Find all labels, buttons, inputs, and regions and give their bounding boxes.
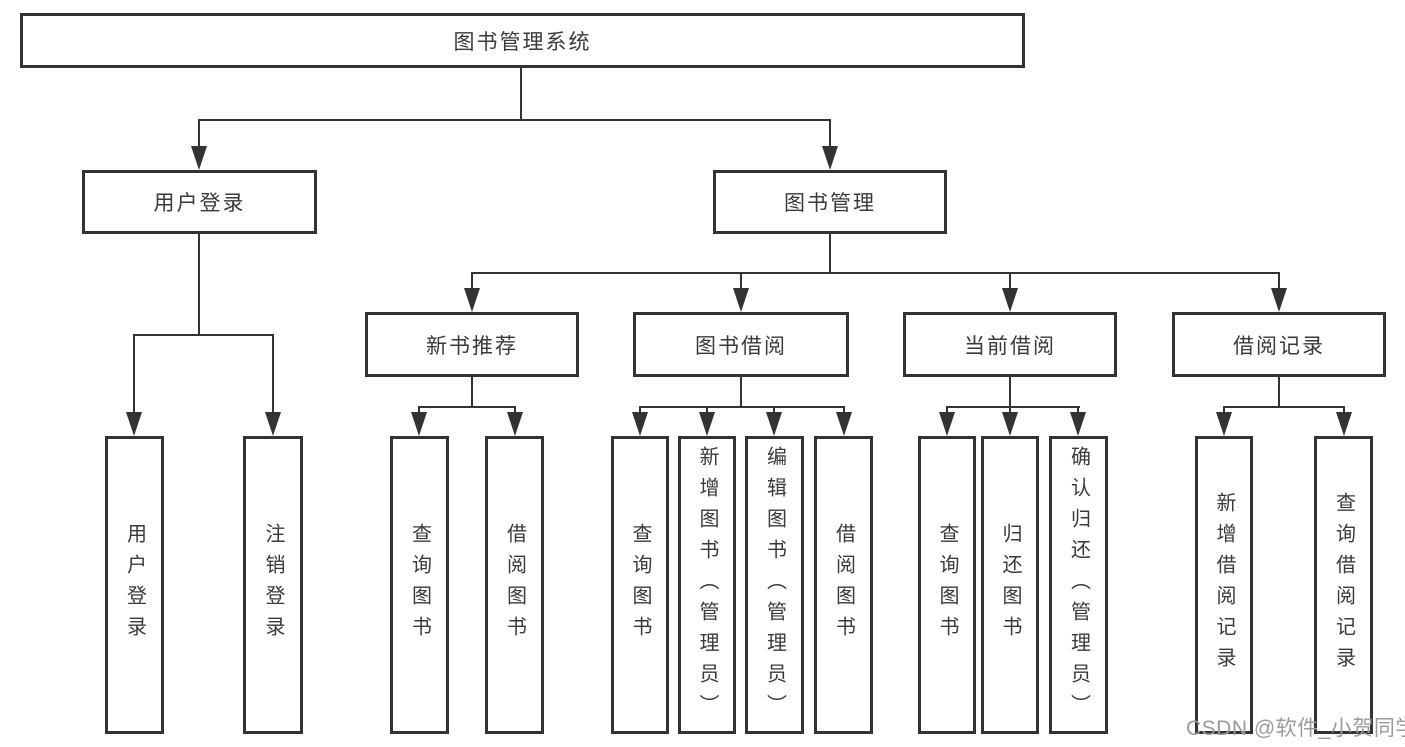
- arrowhead-down-icon: [126, 412, 142, 436]
- connector-line: [829, 234, 831, 274]
- leaf-query-books-recommend: 查询图书: [390, 436, 449, 734]
- arrowhead-down-icon: [1216, 412, 1232, 436]
- node-label: 查询图书: [936, 523, 958, 647]
- connector-line: [1223, 406, 1345, 408]
- connector-line: [1009, 273, 1011, 290]
- node-current-borrow: 当前借阅: [903, 312, 1117, 377]
- connector-line: [1009, 407, 1011, 414]
- connector-line: [133, 335, 135, 414]
- arrowhead-down-icon: [632, 412, 648, 436]
- connector-line: [773, 407, 775, 414]
- leaf-add-borrow-record: 新增借阅记录: [1195, 436, 1253, 734]
- node-label: 用户登录: [153, 192, 246, 215]
- node-label: 用户登录: [123, 523, 146, 647]
- leaf-logout: 注销登录: [243, 436, 303, 734]
- connector-line: [946, 407, 948, 414]
- node-label: 查询图书: [408, 523, 431, 647]
- leaf-user-login: 用户登录: [105, 436, 164, 734]
- node-root: 图书管理系统: [20, 13, 1025, 68]
- connector-line: [198, 120, 200, 148]
- arrowhead-down-icon: [1002, 412, 1018, 436]
- connector-line: [829, 120, 831, 148]
- node-book-management: 图书管理: [713, 170, 947, 234]
- connector-line: [1077, 407, 1079, 414]
- connector-line: [843, 407, 845, 414]
- leaf-return-book: 归还图书: [981, 436, 1039, 734]
- arrowhead-down-icon: [1002, 288, 1018, 312]
- leaf-query-borrow-record: 查询借阅记录: [1314, 436, 1373, 734]
- connector-line: [471, 273, 473, 290]
- node-label: 查询图书: [629, 523, 651, 647]
- connector-line: [198, 119, 831, 121]
- arrowhead-down-icon: [939, 412, 955, 436]
- node-label: 新增图书（管理员）: [696, 445, 718, 725]
- connector-line: [198, 234, 200, 336]
- node-label: 图书管理系统: [453, 30, 592, 54]
- arrowhead-down-icon: [822, 146, 838, 170]
- connector-line: [471, 377, 473, 408]
- connector-line: [520, 68, 522, 121]
- leaf-add-book-admin: 新增图书（管理员）: [678, 436, 736, 734]
- connector-line: [946, 406, 1080, 408]
- node-label: 借阅记录: [1233, 334, 1325, 358]
- connector-line: [1278, 377, 1280, 408]
- connector-line: [272, 335, 274, 414]
- leaf-query-books-borrow: 查询图书: [611, 436, 669, 734]
- leaf-borrow-books-borrow: 借阅图书: [814, 436, 873, 734]
- arrowhead-down-icon: [766, 412, 782, 436]
- arrowhead-down-icon: [507, 412, 523, 436]
- arrowhead-down-icon: [1336, 412, 1352, 436]
- connector-line: [740, 377, 742, 408]
- connector-line: [1223, 407, 1225, 414]
- node-label: 编辑图书（管理员）: [763, 445, 786, 725]
- node-book-borrow: 图书借阅: [633, 312, 849, 377]
- node-label: 借阅图书: [832, 523, 855, 647]
- node-user-login: 用户登录: [82, 170, 317, 234]
- connector-line: [133, 334, 274, 336]
- arrowhead-down-icon: [265, 412, 281, 436]
- node-label: 图书管理: [784, 192, 876, 215]
- node-label: 新书推荐: [426, 334, 518, 358]
- node-label: 新增借阅记录: [1213, 492, 1235, 678]
- node-borrow-records: 借阅记录: [1172, 312, 1386, 377]
- arrowhead-down-icon: [411, 412, 427, 436]
- watermark: CSDN @软件_小贺同学: [1186, 717, 1405, 740]
- leaf-edit-book-admin: 编辑图书（管理员）: [745, 436, 804, 734]
- leaf-query-books-current: 查询图书: [918, 436, 976, 734]
- connector-line: [1278, 273, 1280, 290]
- arrowhead-down-icon: [464, 288, 480, 312]
- connector-line: [740, 273, 742, 290]
- arrowhead-down-icon: [1070, 412, 1086, 436]
- leaf-borrow-books-recommend: 借阅图书: [485, 436, 544, 734]
- node-label: 当前借阅: [964, 334, 1056, 358]
- connector-line: [471, 272, 1280, 274]
- connector-line: [639, 407, 641, 414]
- node-label: 图书借阅: [695, 334, 787, 358]
- node-label: 归还图书: [999, 523, 1021, 647]
- node-label: 注销登录: [262, 523, 284, 647]
- connector-line: [1009, 377, 1011, 408]
- connector-line: [418, 407, 420, 414]
- connector-line: [706, 407, 708, 414]
- connector-line: [639, 406, 845, 408]
- node-label: 确认归还（管理员）: [1067, 445, 1090, 725]
- connector-line: [1343, 407, 1345, 414]
- arrowhead-down-icon: [191, 146, 207, 170]
- node-label: 查询借阅记录: [1332, 492, 1355, 678]
- arrowhead-down-icon: [733, 288, 749, 312]
- connector-line: [514, 407, 516, 414]
- connector-line: [418, 406, 516, 408]
- leaf-confirm-return-admin: 确认归还（管理员）: [1049, 436, 1108, 734]
- node-label: 借阅图书: [503, 523, 526, 647]
- arrowhead-down-icon: [1271, 288, 1287, 312]
- arrowhead-down-icon: [699, 412, 715, 436]
- node-new-book-recommend: 新书推荐: [365, 312, 579, 377]
- arrowhead-down-icon: [836, 412, 852, 436]
